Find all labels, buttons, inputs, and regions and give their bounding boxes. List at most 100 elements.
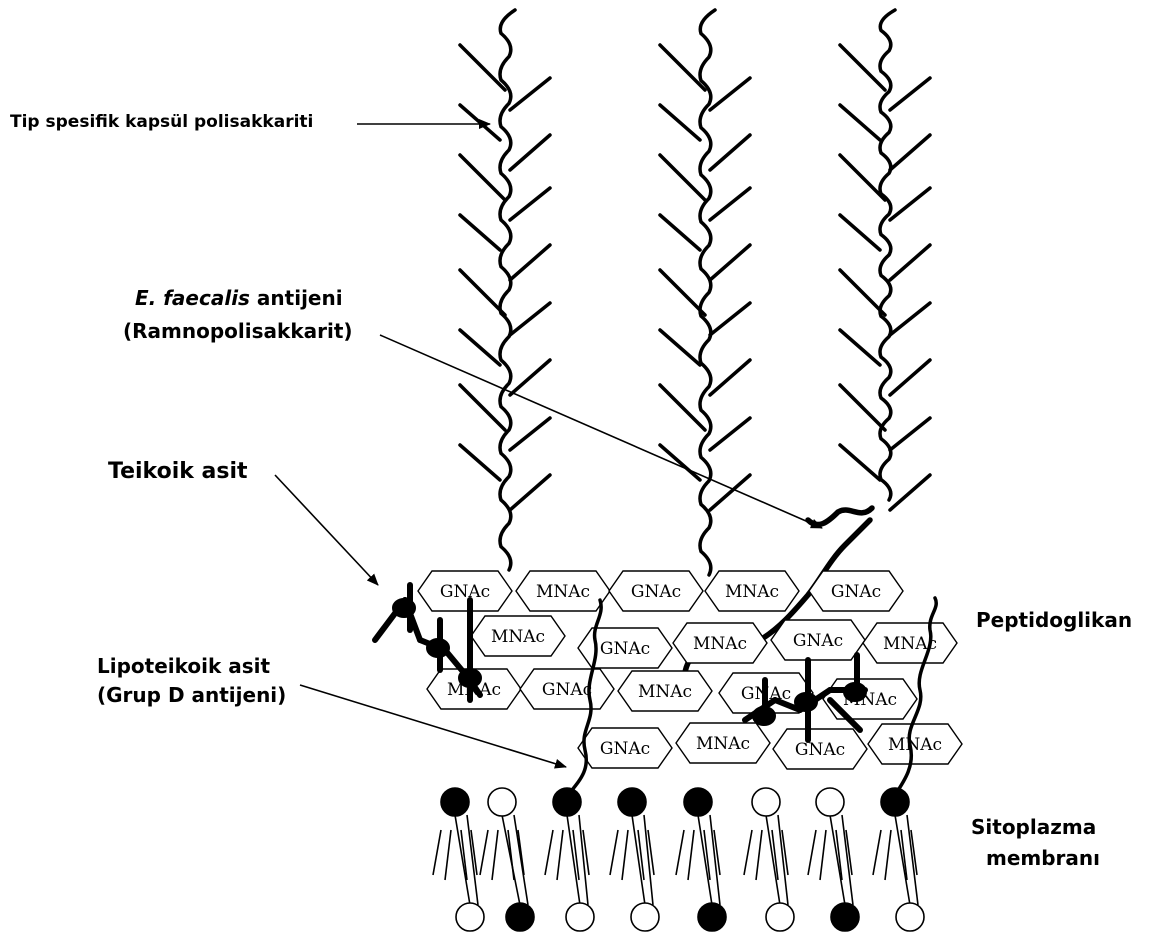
efaecalis-antigen-text: antijeni [250, 286, 343, 310]
capsule-branch [710, 303, 750, 335]
membrane-sublabel: membranı [986, 843, 1100, 873]
lipid-tail [885, 830, 891, 880]
hexagon-label: GNAc [440, 582, 490, 602]
efaecalis-species: E. faecalis [135, 286, 250, 310]
lipid-head-outer [881, 788, 909, 816]
lipid-tail [610, 830, 618, 875]
lipid-link [698, 815, 712, 905]
lipid-head-inner [506, 903, 534, 931]
lipid-head-outer [553, 788, 581, 816]
cytoplasmic-membrane [433, 788, 924, 931]
hexagon-label: GNAc [542, 680, 592, 700]
hexagon-label: MNAc [888, 735, 942, 755]
rhamnopolysaccharide-chain-tip [808, 508, 872, 525]
capsule-branch [460, 215, 500, 250]
lipid-tail [545, 830, 553, 875]
capsule-branch [510, 188, 550, 220]
lipid-link [766, 815, 780, 905]
lipid-head-outer [816, 788, 844, 816]
capsule-branch [510, 135, 550, 170]
hexagon-label: GNAc [600, 639, 650, 659]
lipid-link [830, 815, 845, 905]
peptidoglycan-label: Peptidoglikan [976, 605, 1132, 635]
rhamno-label: (Ramnopolisakkarit) [123, 316, 353, 346]
capsule-branch [890, 135, 930, 170]
hexagon-label: GNAc [793, 631, 843, 651]
lipid-link [514, 815, 528, 905]
hexagon-label: MNAc [693, 634, 747, 654]
lipid-tail [756, 830, 762, 880]
capsule-branch [710, 188, 750, 220]
capsule-branch [840, 270, 885, 315]
capsule-branch [460, 105, 500, 140]
lipid-head-inner [896, 903, 924, 931]
lipid-head-outer [752, 788, 780, 816]
lipid-link [467, 815, 478, 905]
lipid-tail [480, 830, 488, 875]
lipid-head-inner [456, 903, 484, 931]
capsule-branch [660, 155, 705, 200]
capsule-branch [710, 78, 750, 110]
capsule-branch [460, 155, 505, 200]
capsule-branch [840, 330, 880, 365]
lipid-link [842, 815, 853, 905]
lipid-head-outer [618, 788, 646, 816]
hexagon-label: MNAc [725, 582, 779, 602]
capsule-branch [710, 418, 750, 450]
lipid-tail [676, 830, 684, 875]
capsule-branch [510, 475, 550, 510]
capsule-label: Tip spesifik kapsül polisakkariti [10, 112, 313, 132]
capsule-branch [660, 330, 700, 365]
lipid-tail [492, 830, 498, 880]
capsule-branch [660, 45, 705, 90]
lipid-head-outer [684, 788, 712, 816]
capsule-branch [710, 360, 750, 395]
capsule-branch [660, 105, 700, 140]
lipid-head-outer [488, 788, 516, 816]
capsule-branch [840, 105, 880, 140]
lipid-head-inner [766, 903, 794, 931]
lipid-tail [622, 830, 628, 880]
membrane-label: Sitoplazma [971, 812, 1096, 842]
capsule-branch [710, 475, 750, 510]
hexagon-label: GNAc [831, 582, 881, 602]
hexagon-label: MNAc [696, 734, 750, 754]
lipid-tail [557, 830, 563, 880]
lipid-head-inner [566, 903, 594, 931]
lipid-link [567, 815, 580, 905]
rhamno-arrow [380, 335, 822, 528]
efaecalis-label: E. faecalis antijeni [135, 283, 343, 313]
lipoteichoic-label: Lipoteikoik asit [97, 651, 270, 681]
lipid-link [632, 815, 645, 905]
capsule-branch [840, 215, 880, 250]
capsule-branch [840, 445, 880, 480]
capsule-branch [510, 418, 550, 450]
lipid-head-inner [831, 903, 859, 931]
capsule-branch [710, 135, 750, 170]
lipid-tail [445, 830, 451, 880]
lipid-head-inner [631, 903, 659, 931]
capsule-branch [840, 155, 885, 200]
lipid-link [455, 815, 470, 905]
lipid-tail [744, 830, 752, 875]
teichoic-arrow [275, 475, 378, 585]
capsule-branch [510, 303, 550, 335]
capsule-branch [660, 270, 705, 315]
lipid-link [907, 815, 918, 905]
capsule-branch [510, 360, 550, 395]
capsule-branch [890, 188, 930, 220]
capsule-branch [660, 215, 700, 250]
hexagon-label: GNAc [631, 582, 681, 602]
teichoic-acid-right [745, 655, 865, 740]
lipid-link [895, 815, 910, 905]
capsule-branch [460, 330, 500, 365]
capsule-branch [660, 385, 705, 430]
capsule-branch [710, 245, 750, 280]
capsule-branch [460, 270, 505, 315]
lipid-head-outer [441, 788, 469, 816]
capsule-branch [460, 445, 500, 480]
capsule-branch [890, 418, 930, 450]
capsule-branch [890, 303, 930, 335]
lipid-tail [820, 830, 826, 880]
